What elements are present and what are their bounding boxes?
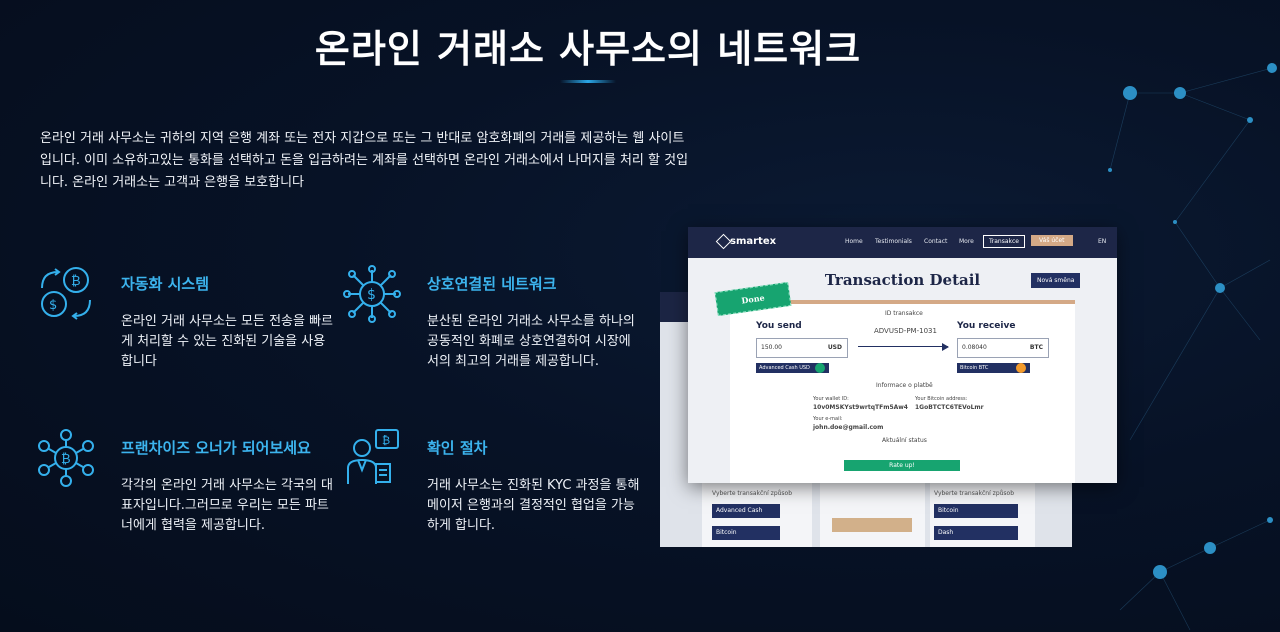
- nav-link: Testimonials: [875, 238, 912, 245]
- feature-automation: ₿ $ 자동화 시스템 온라인 거래 사무소는 모든 전송을 빠르게 처리할 수…: [41, 267, 336, 372]
- nav-account: Váš účet: [1031, 235, 1073, 246]
- nav-link: Home: [845, 238, 863, 245]
- receive-method: Bitcoin BTC: [957, 363, 1030, 373]
- arrow-head-icon: [942, 343, 949, 351]
- panel-label: Vyberte transakční způsob: [712, 490, 793, 497]
- intro-line: 온라인 거래 사무소는 귀하의 지역 은행 계좌 또는 전자 지갑으로 또는 그…: [40, 131, 685, 146]
- intro-line: 입니다. 이미 소유하고있는 통화를 선택하고 돈을 입금하려는 계좌를 선택하…: [40, 153, 689, 168]
- wallet-value: 10v0MSKYst9wrtqTFm5Aw4: [813, 404, 908, 411]
- feature-text: 온라인 거래 사무소는 모든 전송을 빠르게 처리할 수 있는 진화된 기술을 …: [121, 314, 334, 369]
- transaction-title: Transaction Detail: [824, 271, 981, 289]
- advcash-coin-icon: [815, 363, 825, 373]
- verified-person-icon: ₿: [347, 429, 399, 484]
- intro-line: 니다. 온라인 거래소는 고객과 은행을 보호합니다: [40, 175, 304, 190]
- exchange-screenshot-front: smartex Home Testimonials Contact More T…: [688, 227, 1117, 483]
- feature-title: 프랜차이즈 오너가 되어보세요: [121, 439, 311, 457]
- receive-amount: 0.08040: [962, 344, 987, 351]
- svg-text:₿: ₿: [61, 452, 71, 467]
- screenshot-navbar: smartex Home Testimonials Contact More T…: [688, 227, 1117, 258]
- payment-info-label: Informace o platbě: [876, 382, 933, 389]
- send-label: You send: [756, 321, 802, 331]
- transaction-card: ID transakce ADVUSD-PM-1031 You send You…: [730, 300, 1075, 483]
- bitcoin-coin-icon: [1016, 363, 1026, 373]
- email-value: john.doe@gmail.com: [813, 424, 884, 431]
- id-label: ID transakce: [885, 310, 923, 317]
- nav-link: Contact: [924, 238, 948, 245]
- panel-item: Dash: [934, 526, 1018, 540]
- feature-title: 자동화 시스템: [121, 275, 210, 293]
- bitcoin-people-network-icon: ₿: [38, 429, 94, 487]
- exchange-arrow: [858, 346, 948, 347]
- receive-currency: BTC: [1029, 344, 1043, 351]
- smartex-logo-icon: [715, 233, 732, 250]
- btc-address-value: 1GoBTCTC6TEVoLmr: [915, 404, 984, 411]
- dollar-network-icon: $: [343, 265, 401, 323]
- receive-label: You receive: [957, 321, 1016, 331]
- feature-text: 분산된 온라인 거래소 사무소를 하나의 공동적인 화폐로 상호연결하여 시장에…: [427, 314, 635, 369]
- nav-transactions: Transakce: [983, 235, 1025, 248]
- email-label: Your e-mail:: [813, 416, 843, 422]
- svg-text:₿: ₿: [71, 274, 81, 289]
- panel-item: Bitcoin: [712, 526, 780, 540]
- feature-title: 상호연결된 네트워크: [427, 275, 557, 293]
- nav-link: More: [959, 238, 974, 245]
- feature-text: 거래 사무소는 진화된 KYC 과정을 통해 메이저 은행과의 결정적인 협업을…: [427, 478, 640, 533]
- feature-verification: ₿ 확인 절차 거래 사무소는 진화된 KYC 과정을 통해 메이저 은행과의 …: [347, 429, 642, 536]
- brand-name: smartex: [730, 236, 777, 247]
- send-currency: USD: [827, 344, 842, 351]
- id-value: ADVUSD-PM-1031: [874, 327, 937, 335]
- status-label: Aktuální status: [882, 437, 927, 444]
- panel-item: Advanced Cash: [712, 504, 780, 518]
- panel-orange-button: [832, 518, 912, 532]
- btc-address-label: Your Bitcoin address:: [915, 396, 968, 402]
- bitcoin-dollar-exchange-icon: ₿ $: [41, 267, 91, 320]
- title-underline: [560, 80, 616, 83]
- svg-text:₿: ₿: [382, 434, 390, 447]
- feature-title: 확인 절차: [427, 439, 488, 457]
- nav-language: EN: [1098, 238, 1107, 245]
- send-amount: 150.00: [761, 344, 782, 351]
- intro-paragraph: 온라인 거래 사무소는 귀하의 지역 은행 계좌 또는 전자 지갑으로 또는 그…: [40, 128, 760, 194]
- panel-label: Vyberte transakční způsob: [934, 490, 1015, 497]
- send-amount-field: 150.00 USD: [756, 338, 848, 358]
- feature-network: $ 상호연결된 네트워크 분산된 온라인 거래소 사무소를 하나의 공동적인 화…: [343, 265, 642, 372]
- page-title: 온라인 거래소 사무소의 네트워크: [314, 27, 862, 71]
- send-method: Advanced Cash USD: [756, 363, 829, 373]
- status-bar: Rate up!: [844, 460, 960, 471]
- svg-text:$: $: [367, 287, 376, 303]
- receive-amount-field: 0.08040 BTC: [957, 338, 1049, 358]
- panel-item: Bitcoin: [934, 504, 1018, 518]
- new-exchange-button: Nová směna: [1031, 273, 1081, 288]
- svg-text:$: $: [49, 298, 57, 313]
- feature-text: 각각의 온라인 거래 사무소는 각국의 대표자입니다.그러므로 우리는 모든 파…: [121, 478, 334, 533]
- wallet-label: Your wallet ID:: [813, 396, 849, 402]
- feature-franchise: ₿ 프랜차이즈 오너가 되어보세요 각각의 온라인 거래 사무소는 각국의 대표…: [38, 429, 336, 536]
